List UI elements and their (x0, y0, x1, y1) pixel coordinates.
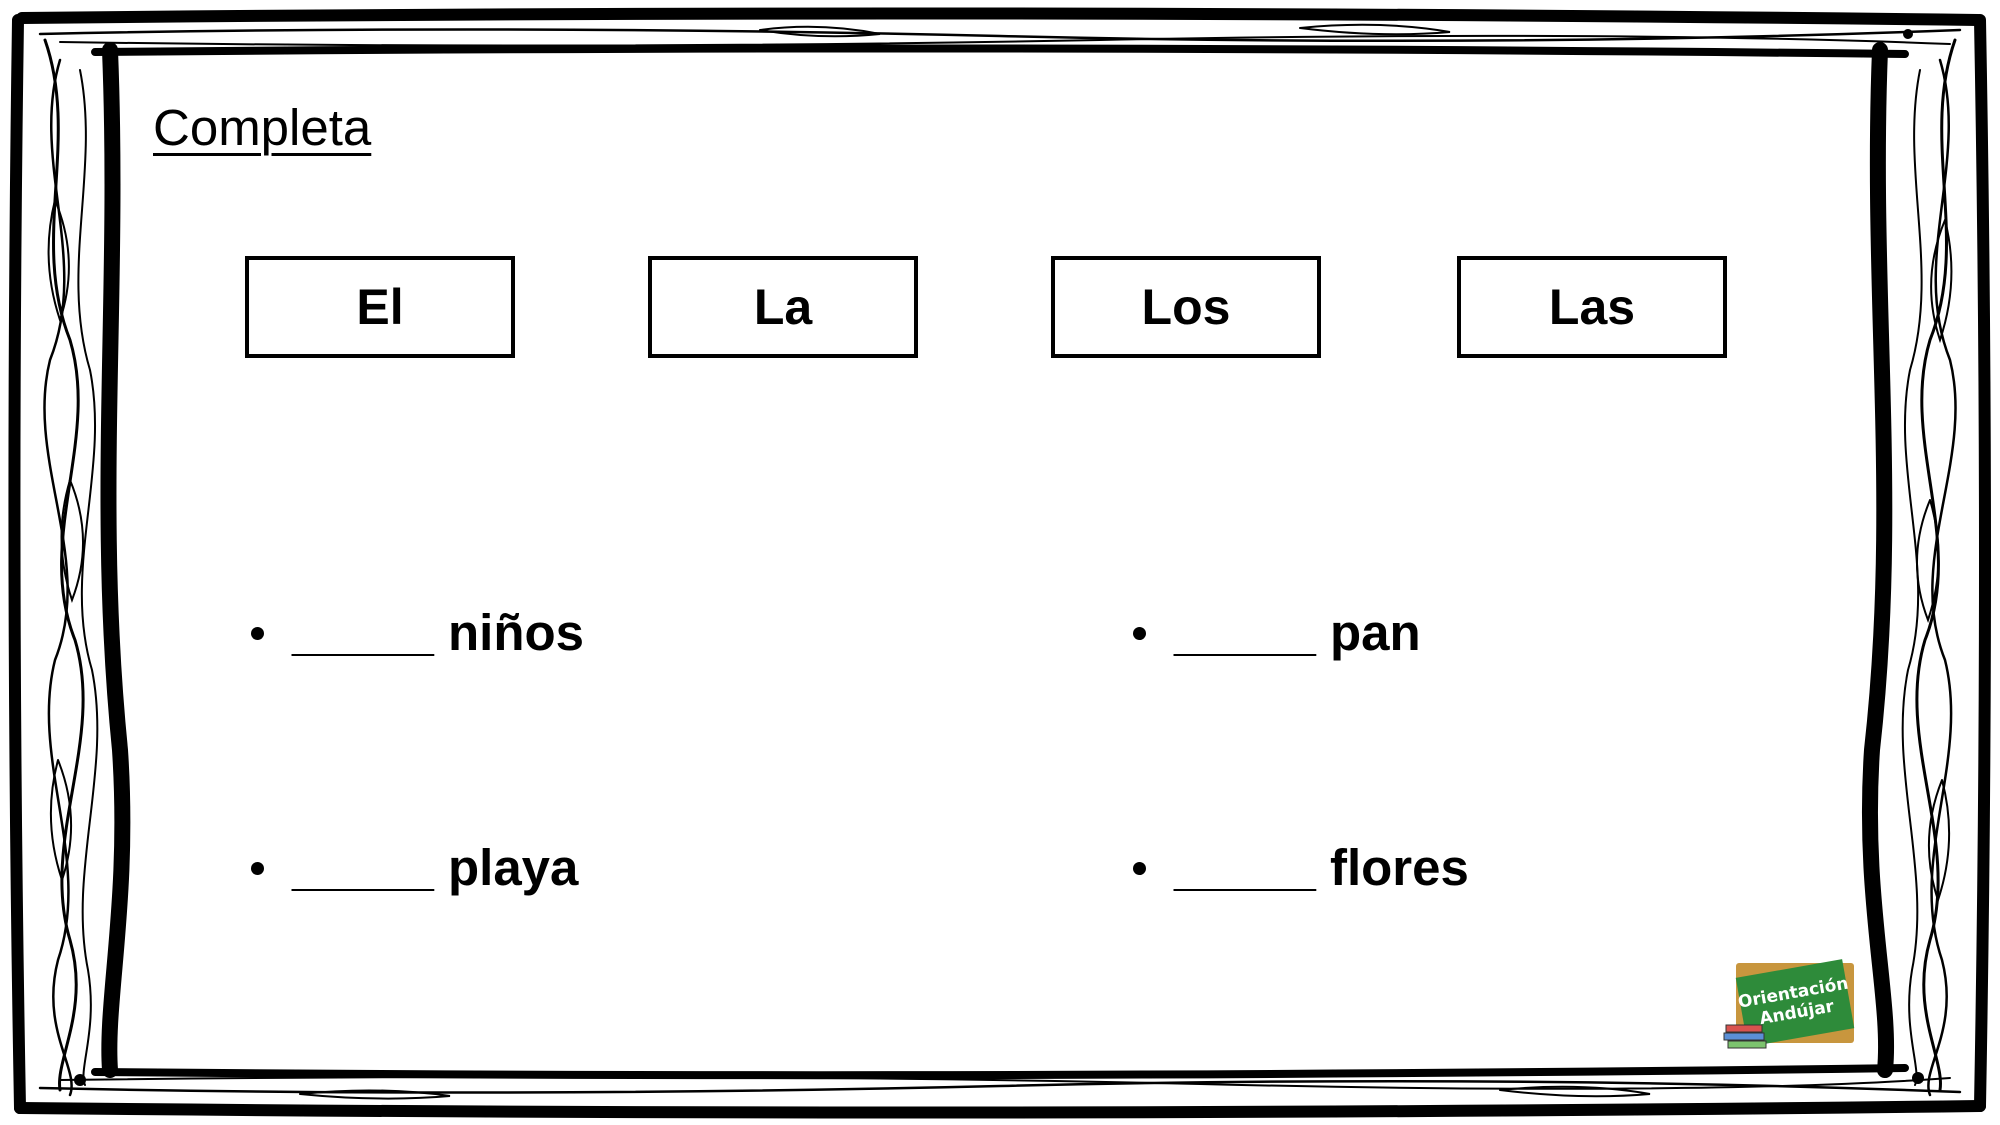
article-box-las: Las (1457, 256, 1727, 358)
exercise-item-flores: _____ flores (1174, 833, 1469, 903)
article-box-la: La (648, 256, 918, 358)
article-box-el: El (245, 256, 515, 358)
books-icon (1723, 1024, 1767, 1049)
item-word: playa (448, 839, 579, 896)
bullet-icon (251, 627, 264, 640)
item-word: pan (1330, 604, 1421, 661)
exercise-item-ninos: _____ niños (292, 598, 584, 668)
orientacion-andujar-logo: Orientación Andújar (1722, 959, 1862, 1051)
exercise-item-pan: _____ pan (1174, 598, 1421, 668)
item-word: flores (1330, 839, 1469, 896)
blank-line: _____ (1174, 839, 1316, 896)
blank-line: _____ (292, 604, 434, 661)
item-word: niños (448, 604, 584, 661)
bullet-icon (1133, 862, 1146, 875)
bullet-icon (251, 862, 264, 875)
bullet-icon (1133, 627, 1146, 640)
article-box-los: Los (1051, 256, 1321, 358)
exercise-item-playa: _____ playa (292, 833, 578, 903)
blank-line: _____ (1174, 604, 1316, 661)
page-title: Completa (153, 99, 372, 156)
blank-line: _____ (292, 839, 434, 896)
